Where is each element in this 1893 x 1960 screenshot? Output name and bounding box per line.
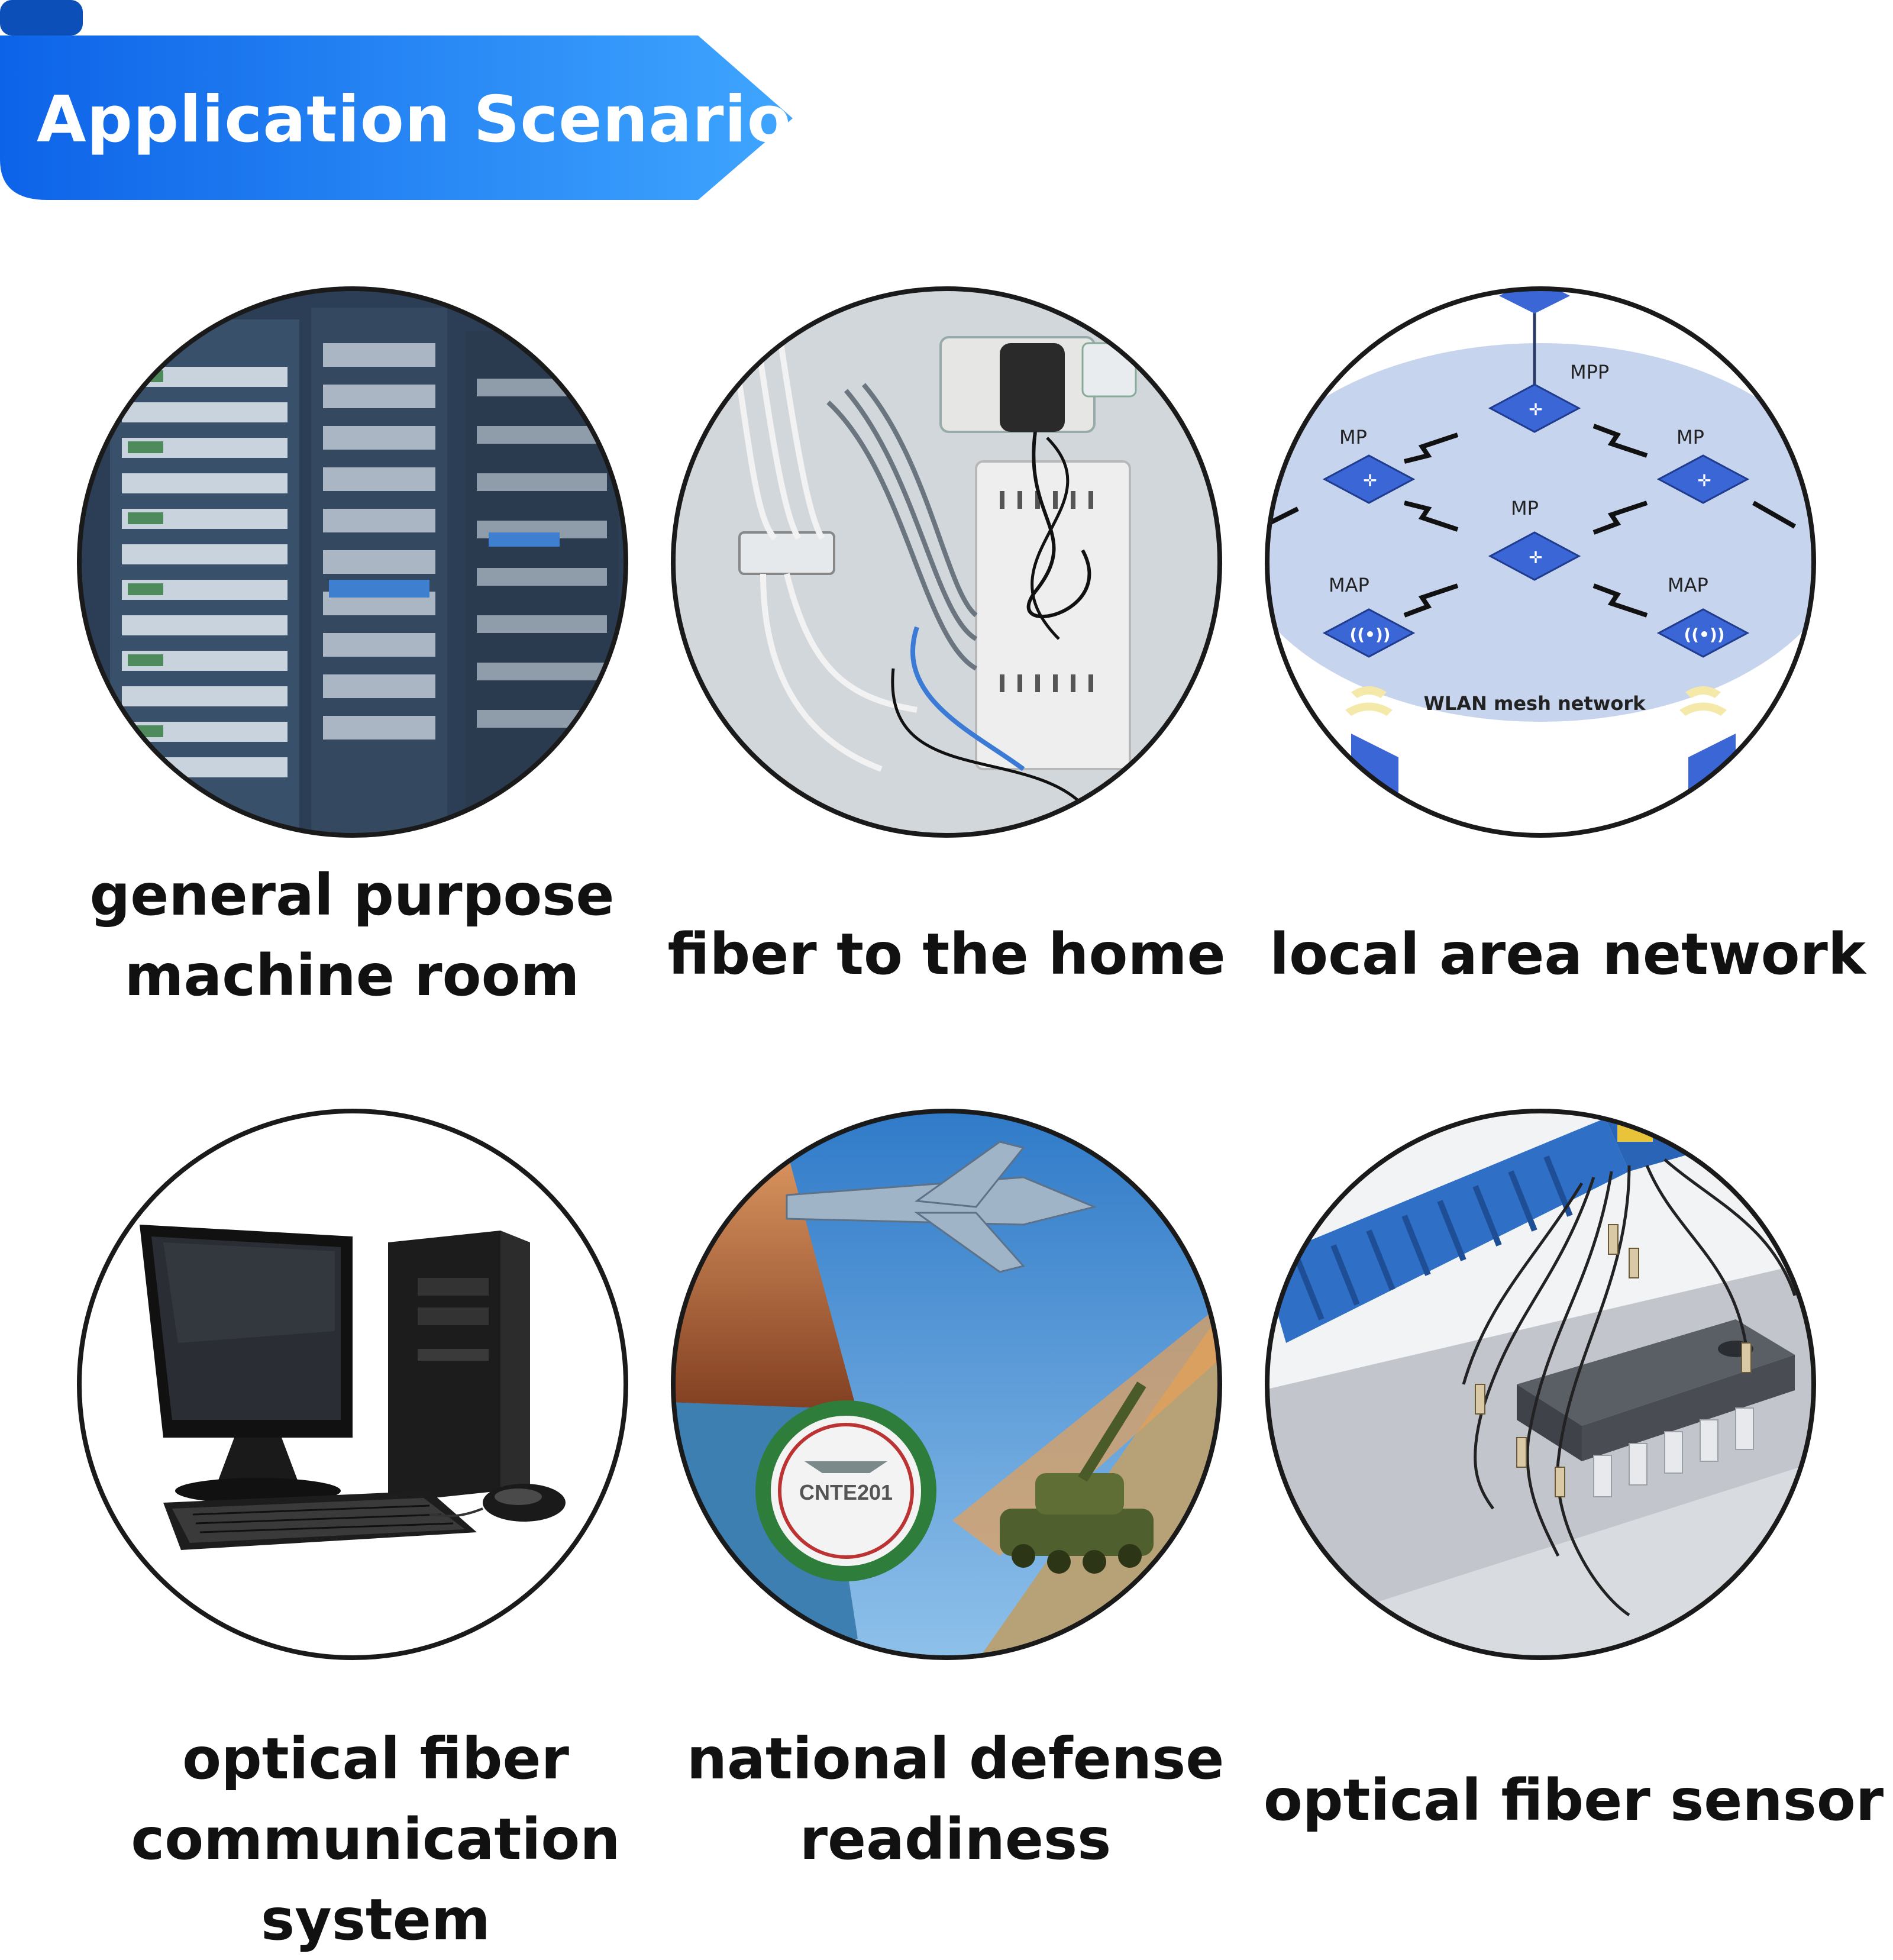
- map-label-right: MAP: [1668, 574, 1708, 596]
- mesh-network-icon: ✛ ✛ ✛ ✛ ((•)) ((•)) MPP MP MP MP MAP MAP…: [1265, 286, 1816, 838]
- caption-machine-room-line2: machine room: [124, 942, 580, 1009]
- caption-defense: national defense readiness: [651, 1719, 1260, 1880]
- header-banner: [0, 0, 793, 200]
- fiber-sensor-image: [1262, 1106, 1818, 1662]
- mp-label-right: MP: [1676, 426, 1704, 448]
- caption-machine-room-line1: general purpose: [89, 862, 615, 928]
- caption-fiber-sensor: optical fiber sensor: [1260, 1760, 1887, 1840]
- caption-communication-system-line2: communication system: [131, 1806, 621, 1953]
- defense-collage-image: CNTE201: [668, 1106, 1225, 1662]
- caption-fiber-home-line1: fiber to the home: [667, 921, 1226, 987]
- fiber-box-icon: [671, 286, 1222, 838]
- desktop-computer-icon: [77, 1109, 628, 1660]
- communication-system-image: [75, 1106, 631, 1662]
- caption-communication-system-line1: optical fiber: [182, 1726, 569, 1792]
- map-label-left: MAP: [1329, 574, 1369, 596]
- caption-communication-system: optical fiber communication system: [12, 1719, 739, 1960]
- caption-lan: local area network: [1248, 914, 1887, 994]
- military-collage-icon: CNTE201: [671, 1109, 1222, 1660]
- mpp-label: MPP: [1570, 361, 1609, 383]
- mp-label-left: MP: [1339, 426, 1367, 448]
- caption-defense-line1: national defense: [686, 1726, 1225, 1792]
- caption-fiber-sensor-line1: optical fiber sensor: [1263, 1767, 1884, 1833]
- cnte-emblem-text: CNTE201: [799, 1480, 893, 1504]
- svg-text:((•)): ((•)): [1684, 625, 1724, 644]
- wlan-network-label: WLAN mesh network: [1424, 692, 1646, 715]
- caption-lan-line1: local area network: [1269, 921, 1866, 987]
- svg-text:((•)): ((•)): [1349, 625, 1390, 644]
- svg-text:✛: ✛: [1529, 548, 1542, 567]
- machine-room-image: [75, 284, 631, 840]
- sensor-chip-icon: [1265, 1109, 1816, 1660]
- page-title: Application Scenarios: [37, 83, 831, 157]
- lan-diagram-image: ✛ ✛ ✛ ✛ ((•)) ((•)) MPP MP MP MP MAP MAP…: [1262, 284, 1818, 840]
- mp-label-center: MP: [1511, 497, 1539, 519]
- fiber-home-image: [668, 284, 1225, 840]
- svg-text:✛: ✛: [1697, 471, 1711, 490]
- caption-machine-room: general purpose machine room: [35, 855, 668, 1016]
- svg-text:✛: ✛: [1363, 471, 1377, 490]
- server-rack-icon: [77, 286, 628, 838]
- caption-defense-line2: readiness: [799, 1806, 1112, 1872]
- svg-text:✛: ✛: [1529, 400, 1542, 419]
- caption-fiber-home: fiber to the home: [636, 914, 1257, 994]
